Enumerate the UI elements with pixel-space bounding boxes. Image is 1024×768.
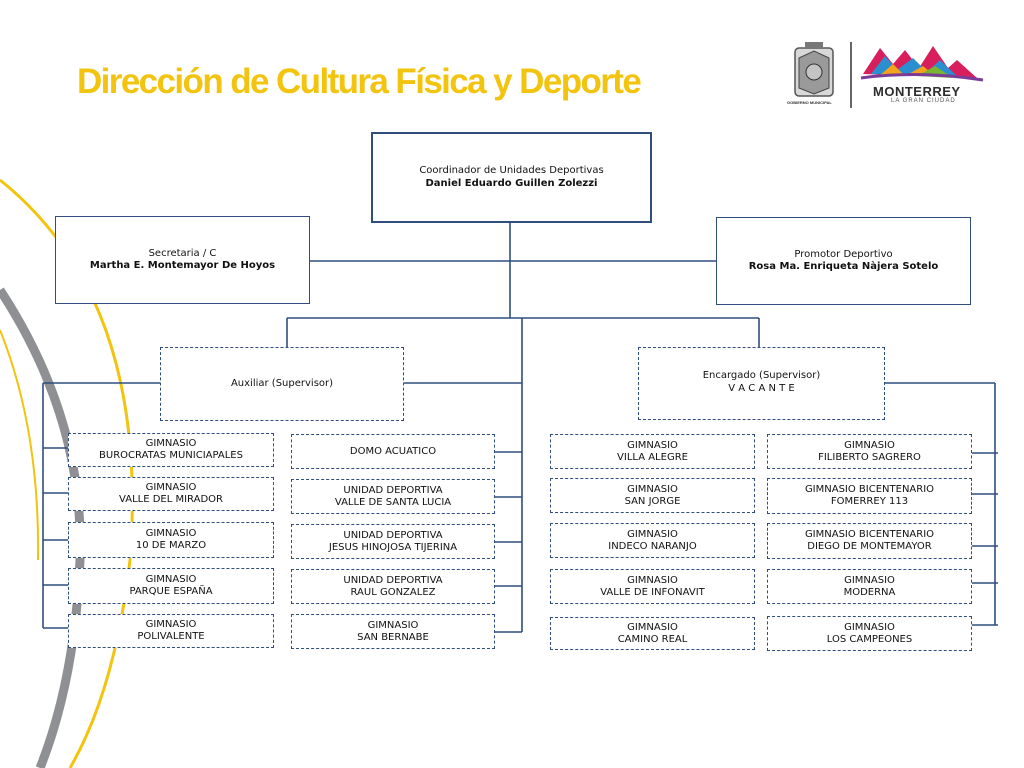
secretary-name: Martha E. Montemayor De Hoyos — [89, 260, 276, 271]
seal-caption: GOBIERNO MUNICIPAL — [787, 100, 832, 105]
secretary-box: Secretaria / C Martha E. Montemayor De H… — [55, 216, 310, 304]
city-tagline: LA GRAN CIUDAD — [891, 98, 956, 104]
city-name: MONTERREY — [873, 84, 961, 99]
secretary-role: Secretaria / C — [148, 247, 217, 259]
promoter-name: Rosa Ma. Enriqueta Nàjera Sotelo — [748, 261, 939, 272]
promoter-role: Promotor Deportivo — [794, 248, 893, 260]
page-title: Dirección de Cultura Física y Deporte — [77, 62, 642, 101]
logo-graphic — [794, 42, 984, 108]
promoter-box: Promotor Deportivo Rosa Ma. Enriqueta Nà… — [716, 217, 971, 305]
assistant-role: Auxiliar (Supervisor) — [230, 377, 334, 389]
assistant-supervisor-box: Auxiliar (Supervisor) — [160, 347, 404, 421]
manager-role: Encargado (Supervisor) — [702, 370, 821, 381]
monterrey-logo: GOBIERNO MUNICIPAL MONTERREY LA GRAN CIU… — [785, 38, 990, 113]
coordinator-role: Coordinador de Unidades Deportivas — [419, 165, 604, 176]
coordinator-name: Daniel Eduardo Guillen Zolezzi — [425, 177, 598, 189]
mountains-icon — [860, 46, 984, 82]
manager-status: V A C A N T E — [728, 382, 795, 394]
municipal-seal-icon — [794, 42, 834, 97]
facility-box: DOMO ACUATICO — [291, 434, 495, 469]
manager-supervisor-box: Encargado (Supervisor) V A C A N T E — [638, 347, 885, 420]
coordinator-box: Coordinador de Unidades Deportivas Danie… — [371, 132, 652, 223]
